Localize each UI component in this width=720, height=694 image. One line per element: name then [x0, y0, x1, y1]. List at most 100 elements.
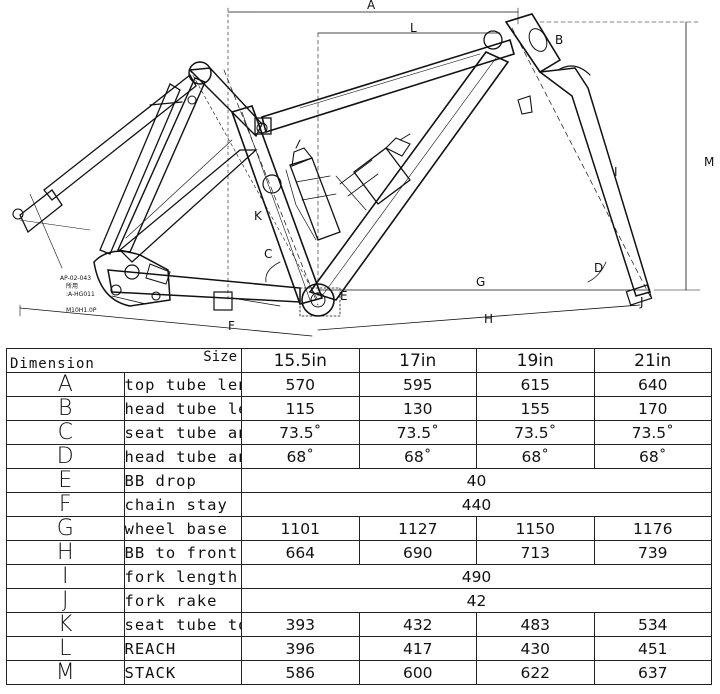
label-k: K [254, 209, 263, 223]
head-tube [483, 13, 562, 74]
dimension-letter: E [6, 468, 125, 493]
chainstay-bridge [213, 291, 281, 311]
label-d: D [594, 261, 603, 275]
value-cell: 595 [358, 372, 477, 397]
value-cell: 690 [358, 540, 477, 565]
size-header: 21in [593, 348, 712, 373]
value-cell: 68˚ [241, 444, 360, 469]
dimension-letter: G [6, 516, 125, 541]
dimension-letter: K [6, 612, 125, 637]
shared-value-cell: 440 [241, 492, 712, 517]
value-cell: 622 [476, 660, 595, 685]
value-cell: 73.5˚ [358, 420, 477, 445]
dimension-name: fork rake [123, 588, 242, 613]
frame-geometry-drawing: A B C D E F G H I J K L M AP-02-043 所用 :… [12, 0, 714, 337]
value-cell: 451 [593, 636, 712, 661]
label-l: L [410, 21, 417, 35]
value-cell: 534 [593, 612, 712, 637]
header-size-label: Size [203, 349, 237, 366]
value-cell: 68˚ [358, 444, 477, 469]
value-cell: 664 [241, 540, 360, 565]
dimension-name: fork length [123, 564, 242, 589]
value-cell: 637 [593, 660, 712, 685]
value-cell: 73.5˚ [593, 420, 712, 445]
value-cell: 130 [358, 396, 477, 421]
dimension-letter: H [6, 540, 125, 565]
label-f: F [228, 319, 235, 333]
value-cell: 570 [241, 372, 360, 397]
dimension-f-line [19, 304, 313, 337]
value-cell: 1101 [241, 516, 360, 541]
dimension-name: seat tube total length [123, 612, 242, 637]
dimension-letter: I [6, 564, 125, 589]
value-cell: 1176 [593, 516, 712, 541]
dimension-l-line [317, 32, 501, 301]
size-header: 19in [476, 348, 595, 373]
value-cell: 170 [593, 396, 712, 421]
label-i: I [614, 165, 618, 179]
label-b: B [555, 33, 563, 47]
value-cell: 430 [476, 636, 595, 661]
shared-value-cell: 40 [241, 468, 712, 493]
seat-stay-bridge [12, 74, 197, 269]
value-cell: 739 [593, 540, 712, 565]
value-cell: 586 [241, 660, 360, 685]
dimension-name: wheel base [123, 516, 242, 541]
water-bottle-right [335, 133, 411, 211]
size-header: 17in [358, 348, 477, 373]
label-e: E [340, 289, 348, 303]
value-cell: 615 [476, 372, 595, 397]
value-cell: 1127 [358, 516, 477, 541]
value-cell: 640 [593, 372, 712, 397]
dimension-name: STACK [123, 660, 242, 685]
value-cell: 68˚ [476, 444, 595, 469]
dimension-letter: L [6, 636, 125, 661]
seat-angle-arc [265, 261, 281, 283]
value-cell: 713 [476, 540, 595, 565]
part-note-1: AP-02-043 [60, 275, 91, 282]
head-angle-arc [587, 261, 607, 283]
shared-value-cell: 42 [241, 588, 712, 613]
dimension-letter: A [6, 372, 125, 397]
dimension-m-line [539, 21, 701, 291]
label-a: A [367, 0, 376, 12]
seat-tube [230, 105, 324, 305]
dimension-letter: C [6, 420, 125, 445]
dimension-letter: D [6, 444, 125, 469]
dimension-name: chain stay [123, 492, 242, 517]
dimension-letter: J [6, 588, 125, 613]
value-cell: 417 [358, 636, 477, 661]
label-h: H [484, 312, 493, 326]
rear-dropout [93, 250, 171, 307]
label-m: M [704, 155, 714, 169]
label-j: J [639, 295, 644, 309]
dimension-name: top tube length [123, 372, 242, 397]
part-note-2: 所用 [66, 282, 78, 290]
dimension-name: head tube length [123, 396, 242, 421]
table-header-row: Dimension Size 15.5in 17in 19in 21in [6, 348, 712, 373]
dimension-name: BB to front wheel [123, 540, 242, 565]
value-cell: 1150 [476, 516, 595, 541]
table-row: HBB to front wheel664690713739 [6, 540, 712, 565]
header-dimension-label: Dimension [10, 356, 95, 372]
part-note-3: :A-HG011 [66, 291, 95, 298]
value-cell: 73.5˚ [241, 420, 360, 445]
dimension-a-line [227, 7, 519, 301]
top-tube [261, 38, 515, 134]
value-cell: 600 [358, 660, 477, 685]
chain-stays [107, 139, 301, 303]
value-cell: 68˚ [593, 444, 712, 469]
value-cell: 73.5˚ [476, 420, 595, 445]
shared-value-cell: 490 [241, 564, 712, 589]
